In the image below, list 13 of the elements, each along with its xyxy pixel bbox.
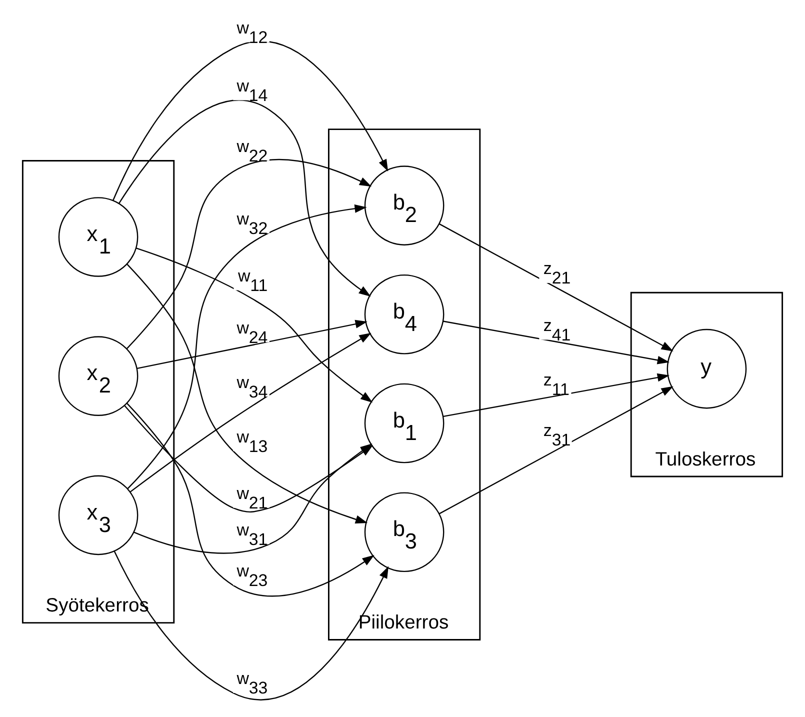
arrow <box>439 223 674 352</box>
arrow <box>114 550 389 700</box>
arrow <box>443 320 670 364</box>
arrow <box>112 40 388 201</box>
arrow <box>127 204 367 490</box>
node-circle: y <box>666 328 747 409</box>
arrow <box>439 386 674 514</box>
arrow <box>136 248 373 403</box>
arrow <box>126 159 372 350</box>
arrow <box>130 332 372 492</box>
arrow <box>118 100 371 297</box>
arrow <box>136 320 368 370</box>
arrow <box>443 373 670 418</box>
